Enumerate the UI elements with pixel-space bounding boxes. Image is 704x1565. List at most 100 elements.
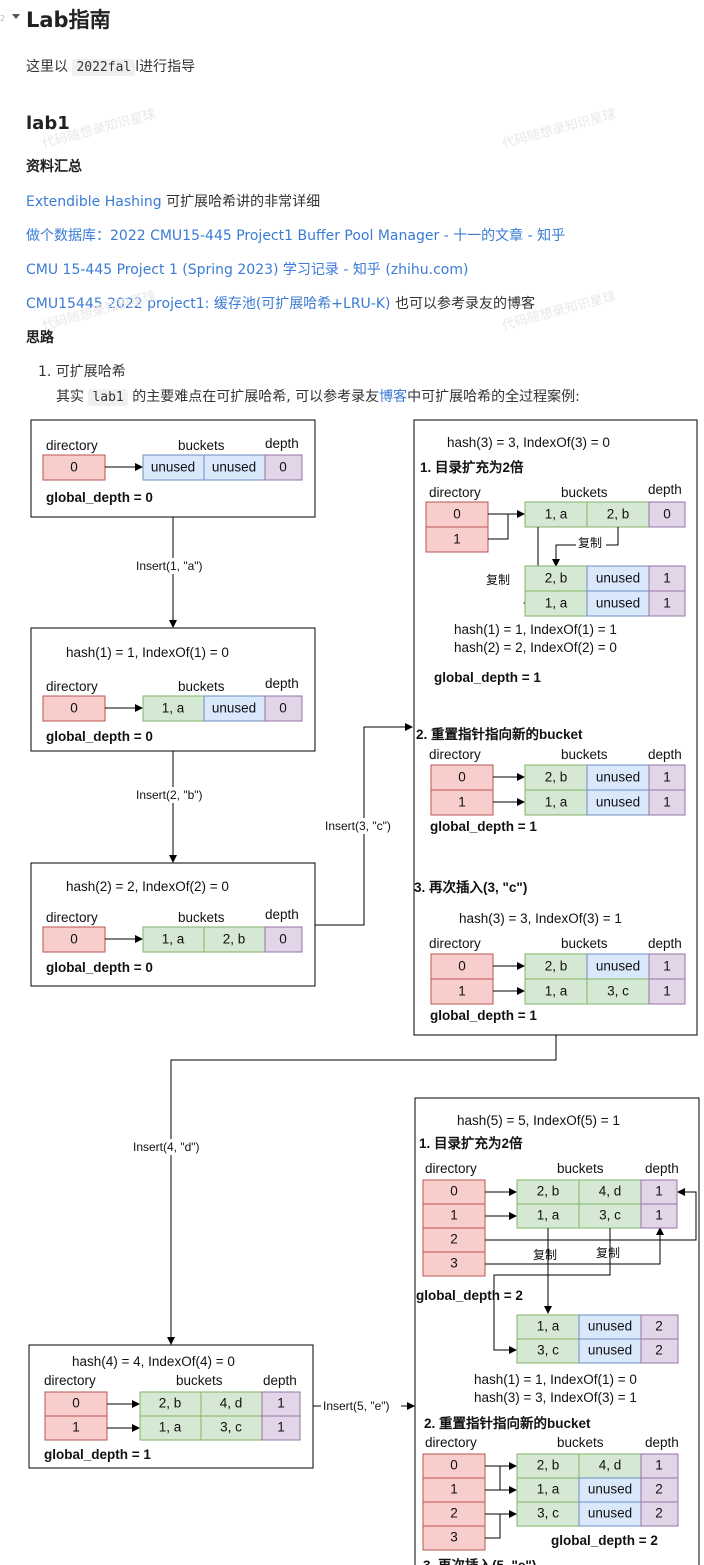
buckets-label: buckets (178, 438, 225, 453)
depth-cell: 2 (655, 1482, 663, 1497)
diagram-intro-paragraph: 其实 lab1 的主要难点在可扩展哈希, 可以参考录友博客中可扩展哈希的全过程案… (56, 386, 580, 406)
directory-cell: 0 (458, 770, 466, 785)
depth-cell: 1 (655, 1208, 663, 1223)
link-zhihu-project1[interactable]: CMU 15-445 Project 1 (Spring 2023) 学习记录 … (26, 262, 469, 278)
link-zhihu-buffer-pool[interactable]: 做个数据库：2022 CMU15-445 Project1 Buffer Poo… (26, 228, 566, 244)
intro-suffix: l进行指导 (135, 59, 196, 75)
hash-label: hash(1) = 1, IndexOf(1) = 0 (66, 645, 229, 660)
directory-cell: 0 (70, 701, 78, 716)
directory-cell: 0 (453, 507, 461, 522)
depth-cell: 0 (663, 507, 671, 522)
directory-cell: 1 (450, 1482, 458, 1497)
global-depth-label: global_depth = 0 (46, 960, 153, 975)
bucket-cell: 1, a (545, 984, 568, 999)
link-suffix: 也可以参考录友的博客 (390, 296, 535, 312)
copy-label: 复制 (533, 1248, 557, 1262)
buckets-label: buckets (176, 1373, 223, 1388)
bucket-cell: 4, d (220, 1396, 243, 1411)
link-row-2: 做个数据库：2022 CMU15-445 Project1 Buffer Poo… (26, 225, 565, 245)
bucket-cell: unused (596, 795, 640, 810)
depth-cell: 1 (655, 1184, 663, 1199)
depth-cell: 0 (279, 460, 287, 475)
state-box-initial: directory buckets depth 0 unused unused … (30, 419, 316, 518)
bucket-cell: 2, b (607, 507, 630, 522)
directory-cell: 2 (450, 1506, 458, 1521)
bucket-cell: unused (596, 596, 640, 611)
bucket-cell: unused (596, 770, 640, 785)
directory-cell: 3 (450, 1530, 458, 1545)
depth-cell: 1 (663, 770, 671, 785)
step-1-label: 1. 目录扩充为2倍 (420, 459, 524, 475)
state-box-insert-5-steps: hash(5) = 5, IndexOf(5) = 1 1. 目录扩充为2倍 d… (414, 1097, 700, 1565)
bucket-cell: 1, a (545, 596, 568, 611)
buckets-label: buckets (557, 1435, 604, 1450)
buckets-label: buckets (178, 910, 225, 925)
bucket-cell: 1, a (537, 1482, 560, 1497)
global-depth-label: global_depth = 0 (46, 490, 153, 505)
global-depth-label: global_depth = 1 (430, 819, 537, 834)
collapse-caret-icon[interactable] (12, 14, 20, 19)
buckets-label: buckets (561, 485, 608, 500)
global-depth-label: global_depth = 0 (46, 729, 153, 744)
blog-link[interactable]: 博客 (379, 389, 408, 405)
hash-label: hash(3) = 3, IndexOf(3) = 1 (474, 1390, 637, 1405)
directory-cell: 0 (70, 460, 78, 475)
bucket-cell: 1, a (537, 1208, 560, 1223)
bucket-cell: 3, c (599, 1208, 621, 1223)
link-row-1: Extendible Hashing 可扩展哈希讲的非常详细 (26, 191, 320, 211)
buckets-label: buckets (557, 1161, 604, 1176)
depth-cell: 1 (663, 984, 671, 999)
directory-cell: 2 (450, 1232, 458, 1247)
buckets-label: buckets (561, 747, 608, 762)
bucket-cell: unused (212, 701, 256, 716)
link-row-3: CMU 15-445 Project 1 (Spring 2023) 学习记录 … (26, 259, 468, 279)
depth-cell: 1 (655, 1458, 663, 1473)
hash-label: hash(3) = 3, IndexOf(3) = 1 (459, 911, 622, 926)
depth-label: depth (648, 936, 682, 951)
edge-label-insert-5: Insert(5, "e") (323, 1399, 390, 1413)
bucket-cell: 2, b (159, 1396, 182, 1411)
directory-cell: 0 (458, 959, 466, 974)
directory-label: directory (429, 747, 481, 762)
state-box-after-insert-1: hash(1) = 1, IndexOf(1) = 0 directory bu… (30, 627, 316, 752)
thinking-heading: 思路 (26, 330, 54, 346)
lab1-heading: lab1 (26, 113, 70, 134)
bucket-cell: unused (588, 1506, 632, 1521)
depth-cell: 2 (655, 1343, 663, 1358)
link-cmu15445-blog[interactable]: CMU15445 2022 project1: 缓存池(可扩展哈希+LRU-K) (26, 296, 391, 312)
depth-cell: 2 (655, 1319, 663, 1334)
bucket-cell: 2, b (545, 571, 568, 586)
directory-label: directory (46, 910, 98, 925)
directory-cell: 1 (450, 1208, 458, 1223)
bucket-cell: 1, a (545, 795, 568, 810)
edge-label-insert-4: Insert(4, "d") (133, 1140, 200, 1154)
bucket-cell: 2, b (537, 1458, 560, 1473)
depth-label: depth (265, 676, 299, 691)
bucket-cell: 2, b (537, 1184, 560, 1199)
hash-label: hash(5) = 5, IndexOf(5) = 1 (457, 1113, 620, 1128)
depth-cell: 1 (663, 571, 671, 586)
link-extendible-hashing[interactable]: Extendible Hashing (26, 194, 162, 210)
edge-label-insert-3: Insert(3, "c") (325, 819, 391, 833)
directory-cell: 3 (450, 1256, 458, 1271)
global-depth-label: global_depth = 1 (44, 1447, 151, 1462)
directory-label: directory (429, 936, 481, 951)
copy-label: 复制 (486, 573, 510, 587)
bucket-cell: unused (212, 460, 256, 475)
line-number: 2 (0, 14, 6, 23)
link-suffix: 可扩展哈希讲的非常详细 (161, 194, 321, 210)
depth-cell: 1 (277, 1420, 285, 1435)
depth-label: depth (645, 1161, 679, 1176)
step-3-label: 3. 再次插入(3, "c") (414, 879, 527, 895)
intro-prefix: 这里以 (26, 59, 68, 75)
bucket-cell: 3, c (607, 984, 629, 999)
state-box-after-insert-2: hash(2) = 2, IndexOf(2) = 0 directory bu… (30, 862, 316, 987)
hash-label: hash(2) = 2, IndexOf(2) = 0 (66, 879, 229, 894)
depth-cell: 2 (655, 1506, 663, 1521)
bucket-cell: unused (588, 1482, 632, 1497)
bucket-cell: unused (588, 1319, 632, 1334)
bucket-cell: 3, c (537, 1506, 559, 1521)
directory-label: directory (425, 1435, 477, 1450)
